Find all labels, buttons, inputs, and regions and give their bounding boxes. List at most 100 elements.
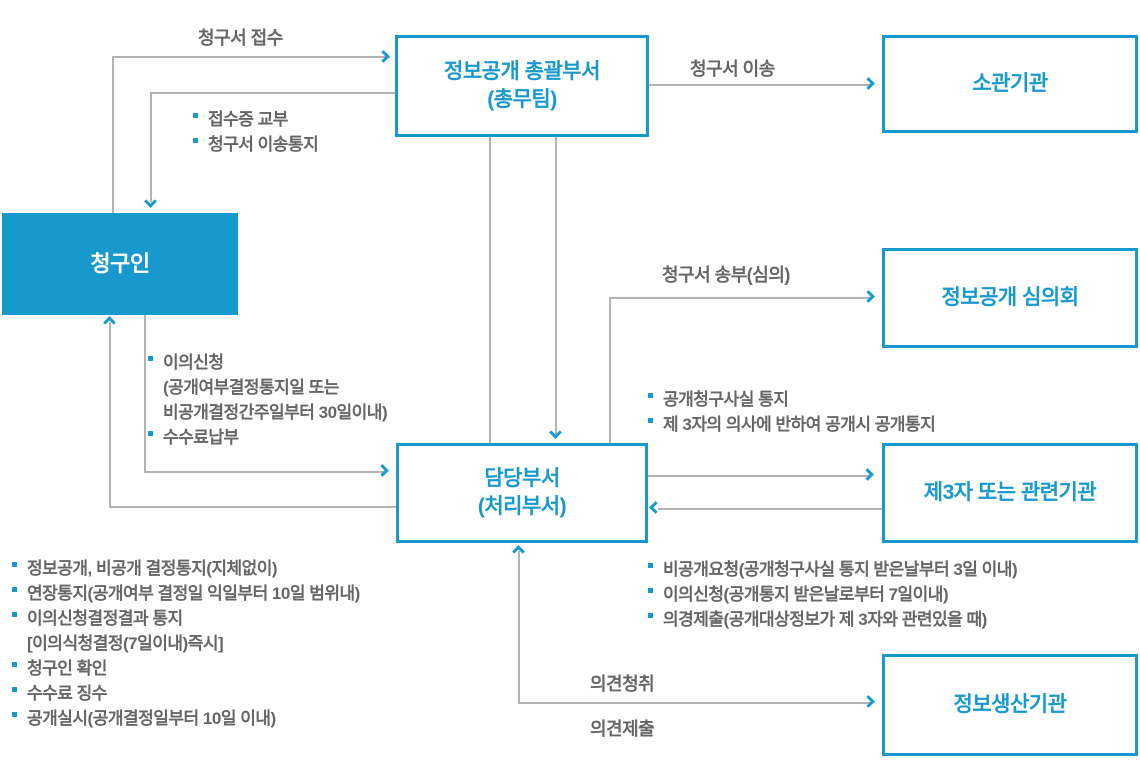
arrowhead-down-icon xyxy=(549,426,562,439)
bullet-square-icon xyxy=(12,687,17,692)
bullet-square-icon xyxy=(193,113,198,118)
note-item: (공개여부결정통지일 또는 xyxy=(148,373,387,398)
edge-handling-infoproducer-horizontal xyxy=(518,702,871,704)
edge-label-opinion-submission: 의견제출 xyxy=(590,719,655,739)
node-handling-dept: 담당부서 (처리부서) xyxy=(396,443,648,543)
edge-general-handling-line-1 xyxy=(489,137,491,443)
arrowhead-up-icon xyxy=(103,316,116,329)
node-competent-agency: 소관기관 xyxy=(882,35,1138,133)
note-text: 연장통지(공개여부 결정일 익일부터 10일 범위내) xyxy=(27,584,360,603)
edge-requester-to-handling-horizontal xyxy=(144,471,386,473)
bullet-square-icon xyxy=(12,662,17,667)
node-third-party: 제3자 또는 관련기관 xyxy=(882,443,1138,543)
arrowhead-right-icon xyxy=(862,77,875,90)
node-general-dept: 정보공개 총괄부서 (총무팀) xyxy=(395,35,649,137)
edge-label-request-sent-review: 청구서 송부(심의) xyxy=(662,265,790,285)
note-item: 청구인 확인 xyxy=(12,654,360,679)
bullet-square-icon xyxy=(12,562,17,567)
bullet-square-icon xyxy=(648,393,653,398)
edge-handling-to-thirdparty xyxy=(648,475,870,477)
bullet-square-icon xyxy=(193,138,198,143)
edge-general-handling-line-2 xyxy=(555,137,557,434)
note-item: 수수료 징수 xyxy=(12,679,360,704)
note-item: 이의신청(공개통지 받은날로부터 7일이내) xyxy=(648,580,1017,605)
note-item: 정보공개, 비공개 결정통지(지체없이) xyxy=(12,554,360,579)
note-item: 이의신청결정결과 통지 xyxy=(12,604,360,629)
note-text: 공개실시(공개결정일부터 10일 이내) xyxy=(27,709,276,728)
notes-to-third-party: 공개청구사실 통지 제 3자의 의사에 반하여 공개시 공개통지 xyxy=(648,385,936,435)
node-label: 정보공개 총괄부서 xyxy=(444,59,600,83)
note-text: 비공개결정간주일부터 30일이내) xyxy=(163,403,388,422)
notes-to-requester-bottom: 정보공개, 비공개 결정통지(지체없이) 연장통지(공개여부 결정일 익일부터 … xyxy=(12,554,360,729)
arrowhead-right-icon xyxy=(862,695,875,708)
edge-handling-to-committee-vertical xyxy=(609,297,611,443)
node-label: 소관기관 xyxy=(972,71,1048,95)
arrowhead-right-icon xyxy=(377,50,390,63)
edge-general-to-requester-horizontal xyxy=(150,92,395,94)
note-text: 이의신청 xyxy=(163,353,224,372)
note-text: 이의신청(공개통지 받은날로부터 7일이내) xyxy=(663,585,949,604)
note-item: 의경제출(공개대상정보가 제 3자와 관련있을 때) xyxy=(648,605,1017,630)
node-label: 제3자 또는 관련기관 xyxy=(923,480,1097,504)
edge-handling-to-requester-vertical xyxy=(109,322,111,508)
node-label: 담당부서 xyxy=(484,466,560,490)
node-review-committee: 정보공개 심의회 xyxy=(882,248,1138,348)
bullet-square-icon xyxy=(12,712,17,717)
note-text: [이의식청결정(7일이내)즉시] xyxy=(27,634,224,653)
note-item: 이의신청 xyxy=(148,348,387,373)
edge-handling-infoproducer-vertical xyxy=(518,551,520,704)
node-label: 청구인 xyxy=(90,251,150,277)
note-item: 수수료납부 xyxy=(148,423,387,448)
note-text: 의경제출(공개대상정보가 제 3자와 관련있을 때) xyxy=(663,610,987,629)
arrowhead-up-icon xyxy=(512,545,525,558)
edge-requester-to-general-vertical xyxy=(112,56,114,213)
note-item: 비공개결정간주일부터 30일이내) xyxy=(148,398,388,423)
note-item: 비공개요청(공개청구사실 통지 받은날부터 3일 이내) xyxy=(648,555,1018,580)
note-text: 비공개요청(공개청구사실 통지 받은날부터 3일 이내) xyxy=(663,560,1018,579)
edge-label-opinion-hearing: 의견청취 xyxy=(590,674,655,694)
node-sublabel: (총무팀) xyxy=(487,88,557,111)
note-item: 접수증 교부 xyxy=(193,105,318,130)
arrowhead-right-icon xyxy=(376,464,389,477)
edge-handling-to-requester-horizontal xyxy=(109,506,396,508)
notes-from-third-party: 비공개요청(공개청구사실 통지 받은날부터 3일 이내) 이의신청(공개통지 받… xyxy=(648,555,1018,630)
arrowhead-right-icon xyxy=(862,290,875,303)
note-text: (공개여부결정통지일 또는 xyxy=(163,378,339,397)
bullet-square-icon xyxy=(148,356,153,361)
note-text: 이의신청결정결과 통지 xyxy=(27,609,183,628)
note-item: 공개청구사실 통지 xyxy=(648,385,935,410)
edge-label-request-received: 청구서 접수 xyxy=(198,28,283,48)
note-item: 공개실시(공개결정일부터 10일 이내) xyxy=(12,704,360,729)
note-text: 수수료 징수 xyxy=(27,684,107,703)
bullet-square-icon xyxy=(648,563,653,568)
note-item: 제 3자의 의사에 반하여 공개시 공개통지 xyxy=(648,410,936,435)
notes-to-requester-top: 접수증 교부 청구서 이송통지 xyxy=(193,105,319,155)
node-sublabel: (처리부서) xyxy=(477,495,567,518)
note-item: 청구서 이송통지 xyxy=(193,130,319,155)
note-text: 청구서 이송통지 xyxy=(208,135,319,154)
node-label: 정보공개 심의회 xyxy=(941,285,1079,309)
note-text: 청구인 확인 xyxy=(27,659,107,678)
node-label: 정보생산기관 xyxy=(953,692,1067,716)
edge-thirdparty-to-handling xyxy=(658,508,882,510)
bullet-square-icon xyxy=(148,431,153,436)
node-requester: 청구인 xyxy=(2,213,238,315)
note-text: 공개청구사실 통지 xyxy=(663,390,789,409)
note-text: 접수증 교부 xyxy=(208,110,288,129)
bullet-square-icon xyxy=(648,418,653,423)
arrowhead-left-icon xyxy=(649,501,662,514)
note-text: 수수료납부 xyxy=(163,428,239,447)
bullet-square-icon xyxy=(12,612,17,617)
note-item: [이의식청결정(7일이내)즉시] xyxy=(12,629,360,654)
edge-handling-to-committee-horizontal xyxy=(609,297,871,299)
edge-requester-to-handling-vertical xyxy=(144,315,146,473)
note-text: 정보공개, 비공개 결정통지(지체없이) xyxy=(27,559,278,578)
edge-label-request-forwarded: 청구서 이송 xyxy=(690,59,775,79)
arrowhead-right-icon xyxy=(861,468,874,481)
bullet-square-icon xyxy=(648,613,653,618)
node-info-producer: 정보생산기관 xyxy=(882,654,1138,756)
edge-requester-to-general-horizontal xyxy=(112,56,390,58)
note-item: 연장통지(공개여부 결정일 익일부터 10일 범위내) xyxy=(12,579,360,604)
edge-general-to-requester-vertical xyxy=(150,92,152,202)
